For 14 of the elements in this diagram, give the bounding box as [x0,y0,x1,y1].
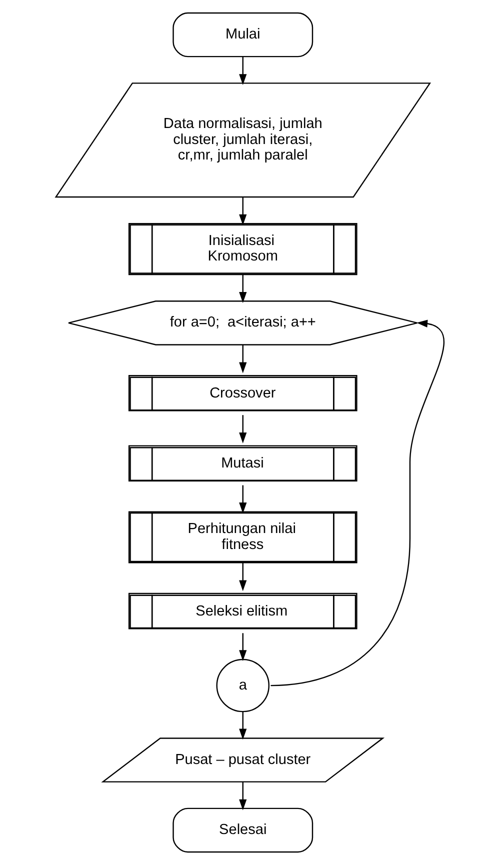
arrow [238,274,246,303]
arrow [238,56,246,85]
arrow [238,782,246,810]
arrow [238,633,246,662]
arrow [238,485,246,514]
arrow [238,197,246,226]
arrow [238,712,246,740]
arrow [238,415,246,444]
node-circle: a [216,658,270,712]
node-box: Selesai [172,808,313,853]
arrow [238,344,246,374]
node-box: Mulai [172,12,313,58]
arrow [238,563,246,592]
arrow [270,320,444,686]
